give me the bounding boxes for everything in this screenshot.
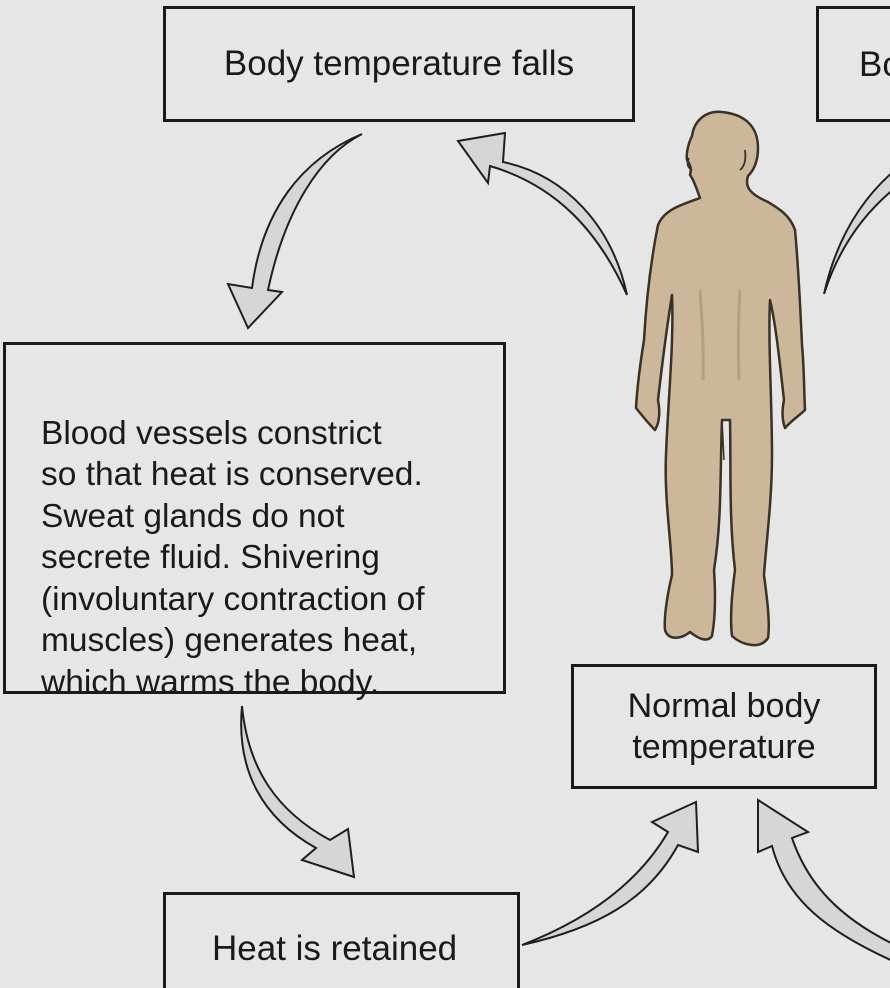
curved-arrow-icon-right-to-normal <box>757 798 890 961</box>
response-text: Blood vessels constrict so that heat is … <box>41 414 425 701</box>
body-temperature-rises-label: Bo <box>859 45 890 84</box>
normal-temperature-box: Normal body temperature <box>571 664 877 789</box>
body-temperature-falls-box: Body temperature falls <box>163 6 635 122</box>
response-box: Blood vessels constrict so that heat is … <box>3 342 506 701</box>
normal-temperature-label: Normal body temperature <box>627 686 821 766</box>
curved-arrow-icon-response-to-retained <box>240 705 356 879</box>
curved-arrow-icon-retained-to-normal <box>521 800 700 946</box>
curved-arrow-icon-figure-to-falls <box>456 131 628 296</box>
heat-retained-label: Heat is retained <box>212 929 458 968</box>
human-body-icon <box>634 110 807 647</box>
curved-arrow-icon-figure-to-rises <box>823 173 890 295</box>
body-temperature-rises-box: Bo <box>816 6 890 122</box>
heat-retained-box: Heat is retained <box>163 892 520 988</box>
body-temperature-falls-label: Body temperature falls <box>223 44 575 83</box>
curved-arrow-icon-falls-to-response <box>226 133 363 330</box>
